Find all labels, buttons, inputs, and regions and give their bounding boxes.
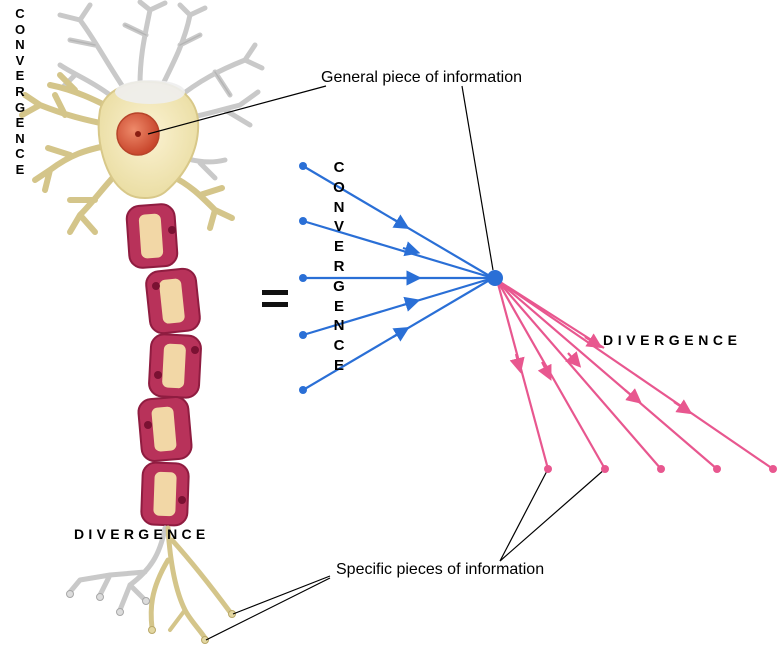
- vertical-letter: C: [15, 6, 25, 21]
- vertical-letter: N: [15, 37, 25, 53]
- axon-terminals: [67, 525, 233, 641]
- vertical-letter: E: [333, 356, 344, 374]
- vertical-letter: E: [333, 297, 344, 315]
- vertical-letter: V: [333, 218, 344, 236]
- convergence-arrows: [392, 214, 422, 342]
- leader-lines: [147, 85, 606, 641]
- convergence-inputs: [299, 162, 307, 394]
- vertical-letter: E: [333, 238, 344, 256]
- vertical-letter: C: [333, 159, 345, 176]
- vertical-letter: N: [333, 317, 345, 335]
- divergence-label-right: DIVERGENCE: [603, 332, 742, 348]
- divergence-outputs: [544, 465, 777, 473]
- vertical-letter: G: [333, 277, 345, 295]
- general-info-label: General piece of information: [321, 69, 522, 86]
- integration-node: [487, 270, 503, 286]
- divergence-lines: [495, 279, 774, 470]
- vertical-letter: C: [15, 146, 25, 162]
- vertical-letter: E: [15, 161, 25, 177]
- vertical-letter: V: [15, 52, 25, 68]
- vertical-letter: E: [15, 68, 25, 84]
- myelin-sheath: [125, 203, 202, 527]
- vertical-letter: C: [333, 337, 345, 355]
- equals-sign: [262, 290, 288, 310]
- divergence-label-bottom: DIVERGENCE: [74, 526, 210, 542]
- divergence-arrows: [509, 333, 693, 415]
- vertical-letter: R: [333, 257, 345, 275]
- specific-info-label: Specific pieces of information: [336, 561, 545, 578]
- vertical-letter: N: [15, 130, 25, 146]
- vertical-letter: O: [333, 178, 345, 196]
- vertical-letter: O: [14, 21, 26, 37]
- tan-dendrites: [19, 72, 235, 235]
- vertical-letter: E: [15, 115, 25, 131]
- vertical-letter: G: [14, 99, 26, 115]
- vertical-letter: N: [333, 198, 345, 216]
- vertical-letter: R: [15, 83, 25, 99]
